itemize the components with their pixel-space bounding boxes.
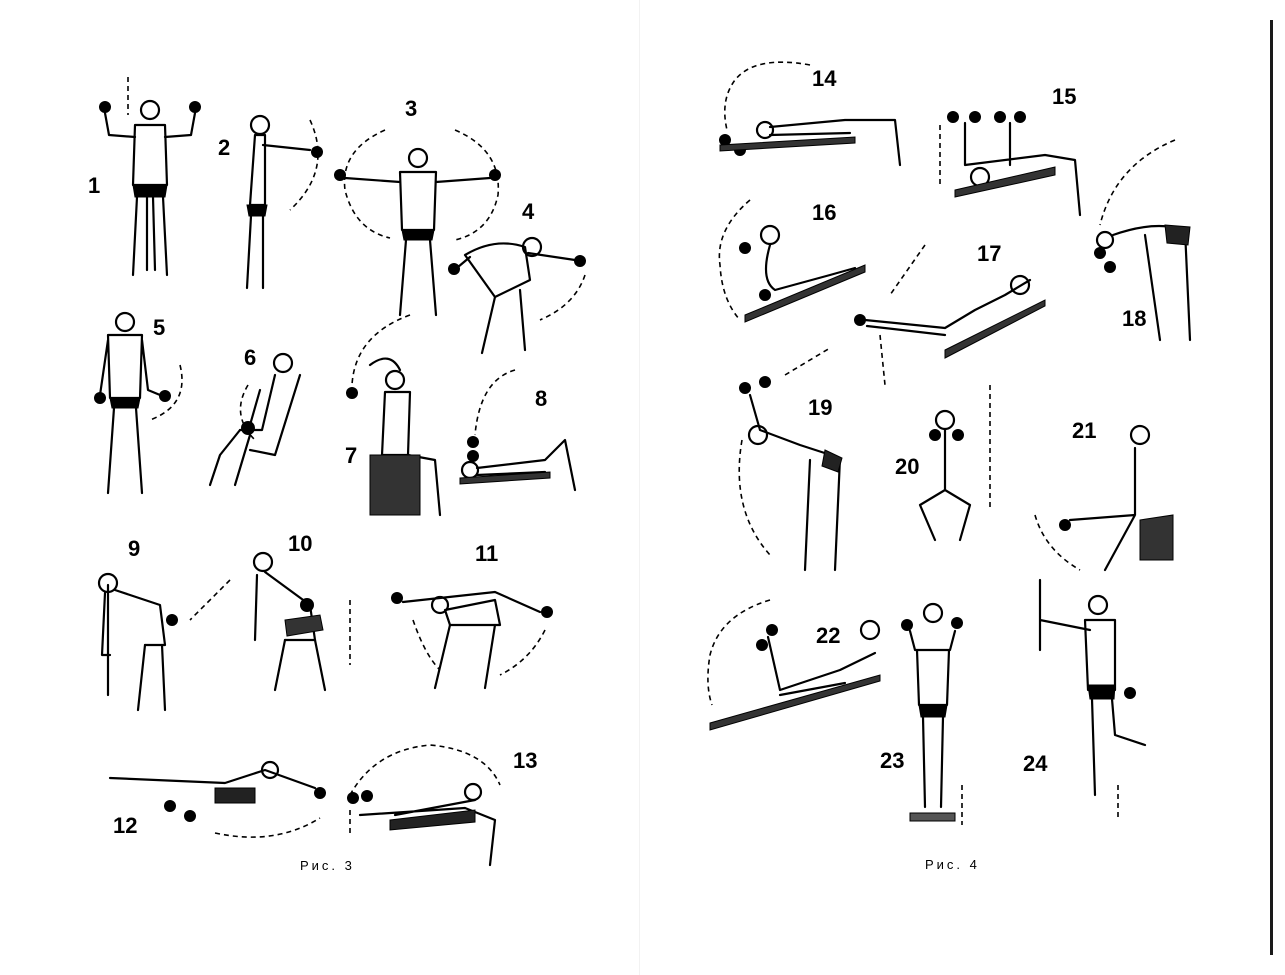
sit-up-figure-icon [718, 199, 866, 323]
exercise-number-9: 9 [128, 536, 141, 561]
front-press-figure-icon [99, 77, 201, 277]
one-arm-row-figure-icon [97, 572, 231, 712]
prone-fly-figure-icon [108, 760, 326, 838]
figure-caption-right: Рис. 4 [925, 857, 980, 872]
calf-raise-figure-icon [901, 602, 963, 825]
figure-caption-left: Рис. 3 [300, 858, 355, 873]
exercise-number-23: 23 [880, 748, 905, 773]
exercise-number-21: 21 [1072, 418, 1097, 443]
squat-figure-icon [918, 385, 991, 542]
exercise-number-16: 16 [812, 200, 837, 225]
exercise-figure-2 [235, 110, 335, 295]
biceps-curl-figure-icon [94, 311, 183, 495]
exercise-number-4: 4 [522, 199, 535, 224]
exercise-figure-12 [105, 758, 330, 848]
bench-pullover-figure-icon [347, 744, 501, 867]
exercise-figure-15 [935, 105, 1110, 220]
exercise-figure-13 [335, 740, 520, 870]
exercise-number-5: 5 [153, 315, 166, 340]
leg-raise-figure-icon [854, 244, 1046, 386]
exercise-number-7: 7 [345, 443, 358, 468]
supported-row-figure-icon [252, 551, 351, 692]
exercise-figure-21 [1025, 420, 1175, 580]
exercise-figure-8 [455, 360, 585, 495]
exercise-figure-5 [90, 310, 195, 500]
exercise-figure-3 [330, 120, 510, 325]
exercise-number-6: 6 [244, 345, 257, 370]
exercise-figure-18 [1085, 135, 1205, 350]
exercise-figure-20 [900, 380, 1005, 550]
exercise-figure-1 [95, 75, 205, 285]
exercise-figure-19 [730, 340, 870, 580]
exercise-figure-6 [200, 345, 310, 495]
exercise-figure-24 [1030, 575, 1160, 825]
exercise-figure-4 [440, 225, 590, 360]
exercise-figure-22 [700, 595, 885, 735]
page-left: 1 2 3 [0, 0, 640, 975]
bent-fly-figure-icon [391, 590, 553, 690]
exercise-number-24: 24 [1023, 751, 1048, 776]
exercise-figure-7 [340, 310, 450, 520]
exercise-figure-11 [385, 580, 560, 695]
page-right: 14 15 16 [640, 0, 1285, 975]
exercise-number-1: 1 [88, 173, 101, 198]
incline-leg-raise-figure-icon [707, 599, 881, 731]
exercise-number-15: 15 [1052, 84, 1077, 109]
exercise-number-8: 8 [535, 386, 548, 411]
incline-curl-figure-icon [208, 352, 302, 487]
bent-over-raise-figure-icon [448, 236, 586, 355]
back-bend-figure-icon [738, 347, 843, 572]
exercise-number-20: 20 [895, 454, 920, 479]
exercise-number-2: 2 [218, 135, 231, 160]
exercise-number-12: 12 [113, 813, 138, 838]
exercise-figure-17 [845, 240, 1060, 390]
exercise-figure-14 [715, 55, 915, 170]
one-leg-calf-raise-figure-icon [1038, 578, 1147, 820]
exercise-number-18: 18 [1122, 306, 1147, 331]
exercise-figure-9 [90, 565, 240, 715]
page-edge-shadow [1270, 20, 1273, 955]
bench-press-figure-icon [939, 111, 1082, 217]
seated-leg-raise-figure-icon [1034, 424, 1174, 572]
exercise-number-11: 11 [475, 541, 499, 566]
exercise-number-22: 22 [816, 623, 841, 648]
exercise-number-19: 19 [808, 395, 833, 420]
lying-pullover-figure-icon [719, 61, 902, 167]
exercise-figure-23 [895, 595, 980, 830]
lying-extension-figure-icon [459, 369, 577, 492]
exercise-figure-10 [235, 550, 365, 700]
exercise-number-14: 14 [812, 66, 837, 91]
lateral-raise-figure-icon [334, 129, 501, 317]
exercise-number-13: 13 [513, 748, 538, 773]
exercise-figure-16 [710, 190, 875, 330]
bent-press-figure-icon [1094, 139, 1192, 342]
exercise-number-3: 3 [405, 96, 418, 121]
seated-triceps-extension-figure-icon [346, 314, 442, 517]
exercise-number-17: 17 [977, 241, 1002, 266]
exercise-number-10: 10 [288, 531, 313, 556]
front-raise-figure-icon [245, 114, 323, 290]
